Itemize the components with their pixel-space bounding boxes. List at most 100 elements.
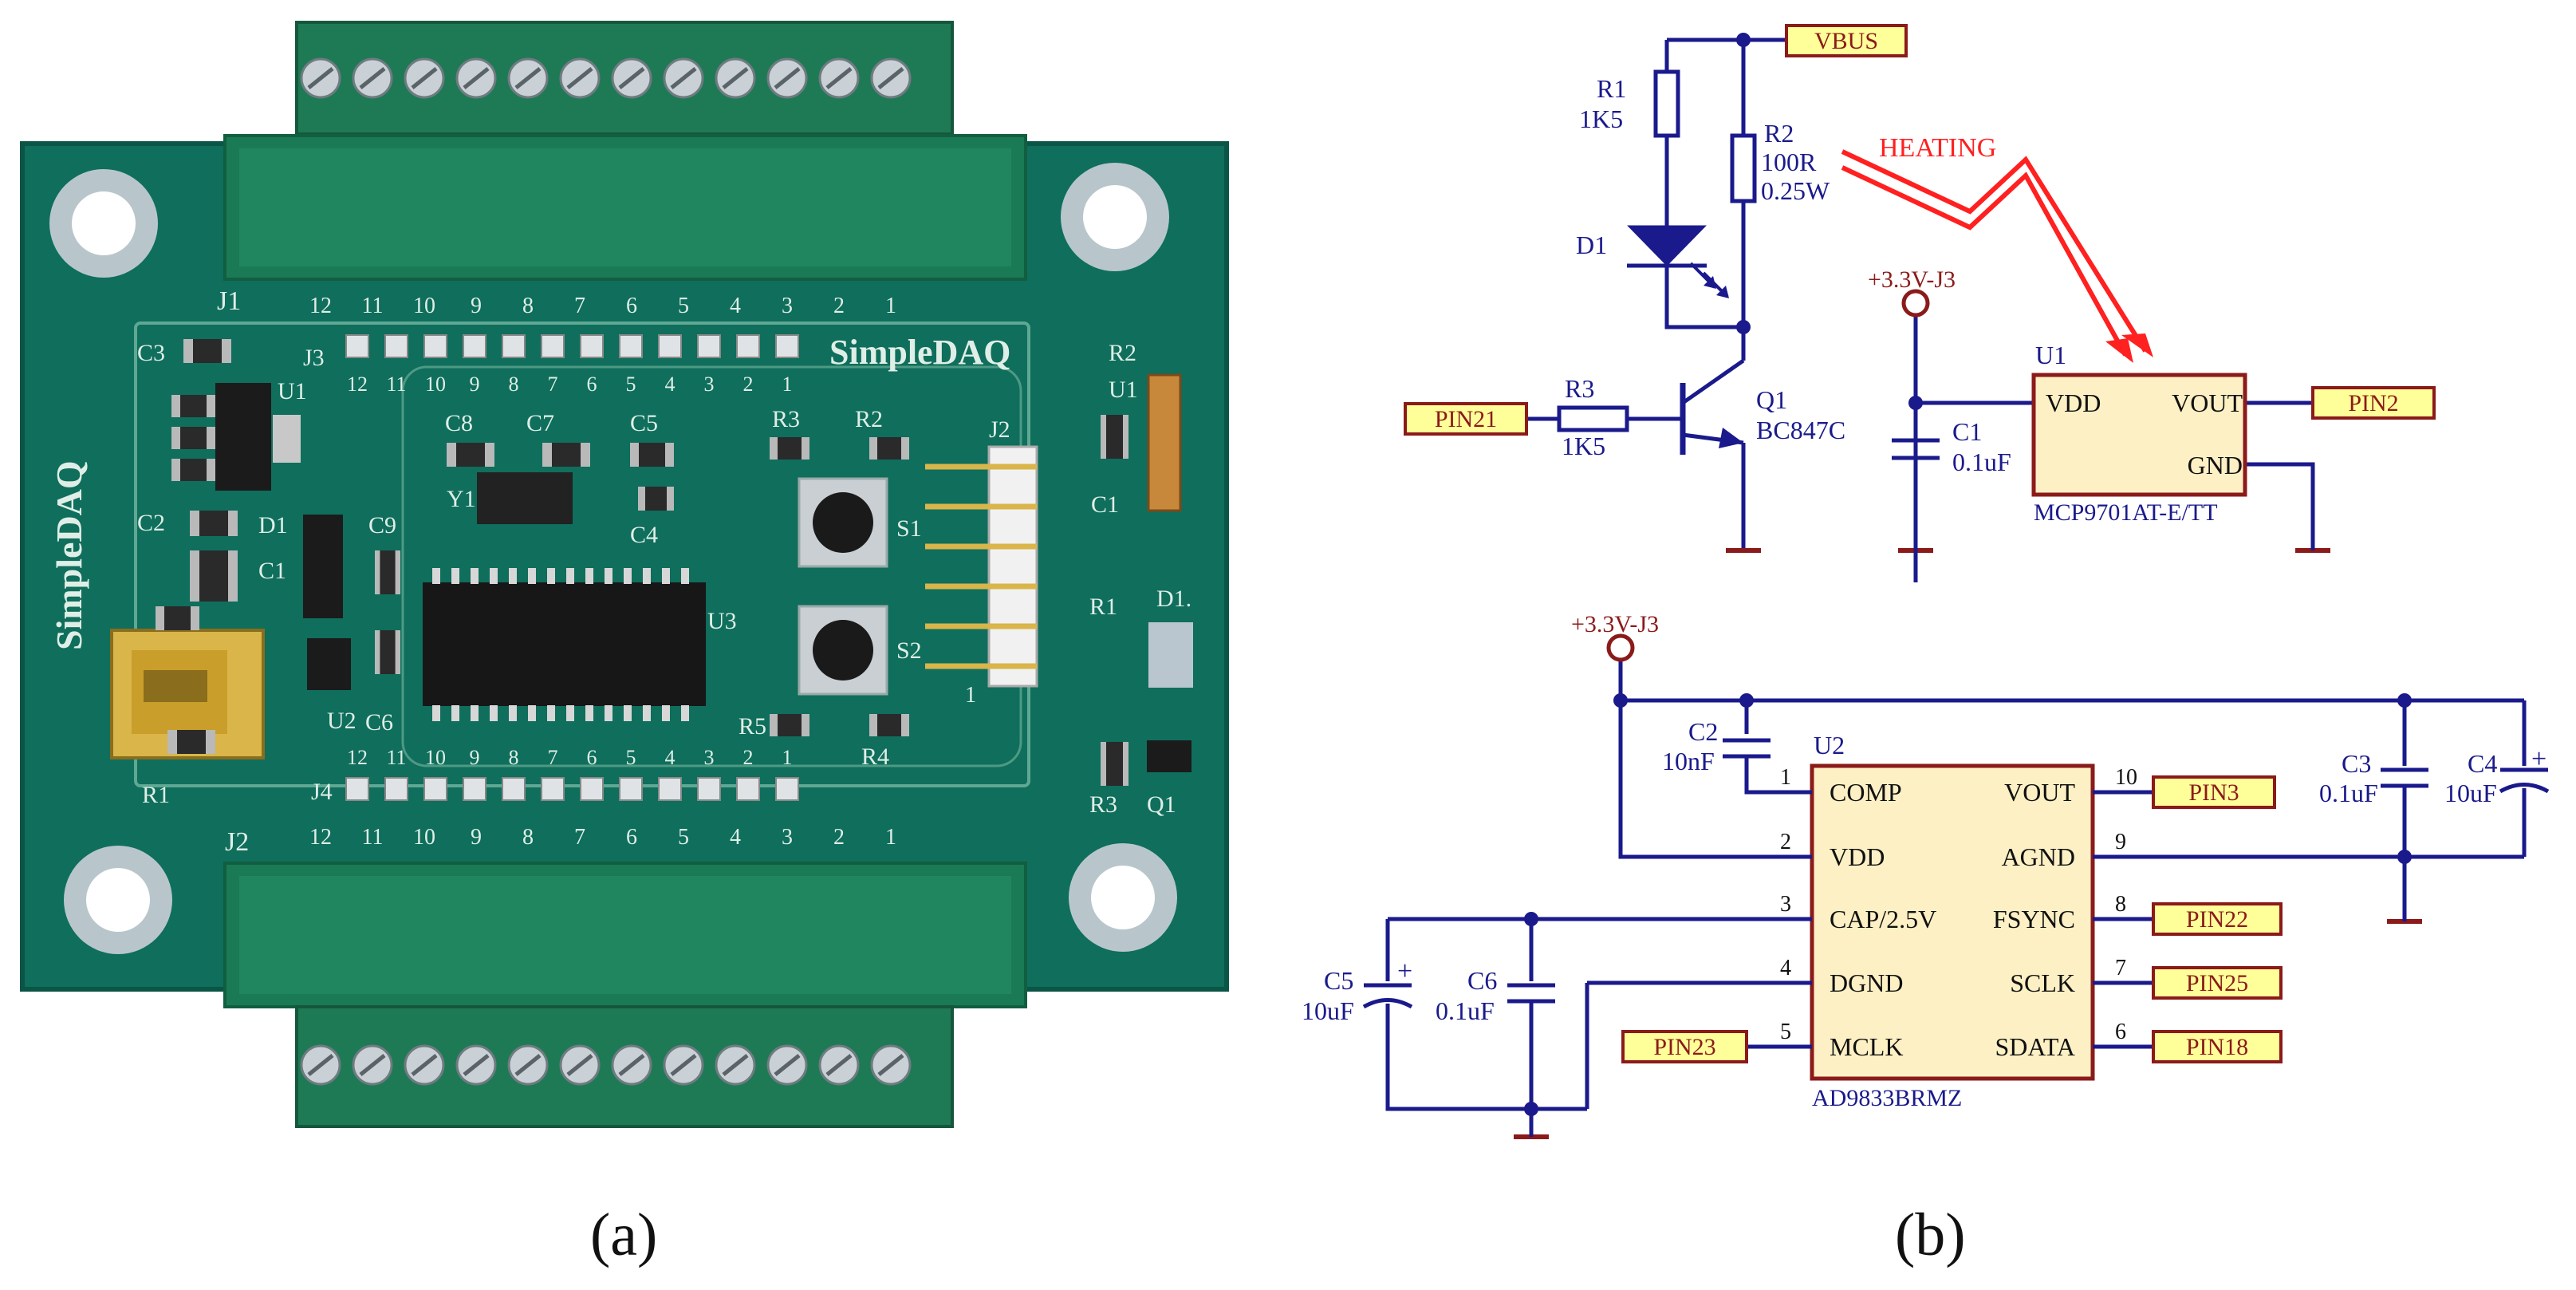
j4-pin-number: 5: [626, 746, 636, 769]
c4-value: 10uF: [2444, 779, 2497, 807]
ic-pin: [432, 705, 440, 721]
net-label-pin21: PIN21: [1404, 402, 1528, 436]
header-pin: [697, 777, 721, 801]
header-pin: [463, 334, 486, 358]
j4-pin-number: 3: [704, 746, 715, 769]
smd-component: [869, 714, 909, 736]
u2-pin-name-left: MCLK: [1830, 1032, 1903, 1061]
j3-pin-number: 9: [470, 373, 480, 396]
j2-pin-number: 10: [413, 825, 435, 850]
header-pin: [697, 334, 721, 358]
ic-pin: [643, 568, 651, 584]
j1-pin-number: 5: [678, 294, 689, 318]
header-pin1-mark: 1: [965, 683, 976, 708]
j3-pin-number: 10: [425, 373, 446, 396]
u2-pin-num-left: 4: [1780, 956, 1791, 980]
ic-pin: [566, 568, 574, 584]
header-pin: [775, 334, 799, 358]
header-pin: [775, 777, 799, 801]
pcb-label-r1l: R1: [142, 782, 170, 808]
terminal-block-top: [223, 21, 1027, 281]
u1-part: MCP9701AT-E/TT: [2034, 499, 2218, 526]
pcb-label-c1: C1: [258, 558, 286, 584]
smd-component: [638, 487, 674, 511]
j3-pin-number: 6: [587, 373, 597, 396]
r2-symbol: [1730, 133, 1757, 203]
header-pin: [384, 777, 408, 801]
j1-pin-number: 11: [362, 294, 384, 318]
header-pin: [463, 777, 486, 801]
pcb-label-s2: S2: [896, 637, 922, 664]
smd-component: [1101, 742, 1128, 786]
pcb-label-d1r: D1.: [1156, 586, 1191, 612]
j2-pin-number: 12: [309, 825, 332, 850]
r3-value: 1K5: [1562, 432, 1605, 460]
j3-pin-number: 1: [782, 373, 793, 396]
mounting-holes: [49, 163, 1177, 954]
smd-component: [190, 511, 238, 536]
ic-pin: [509, 568, 517, 584]
q1-transistor: [1147, 740, 1191, 772]
u1-pin-gnd: GND: [2188, 451, 2243, 479]
terminal-block-bottom: [223, 862, 1027, 1128]
svg-text:PIN21: PIN21: [1435, 406, 1497, 432]
c4-capacitor-symbol: [2499, 767, 2550, 794]
pcb-label-c2: C2: [137, 510, 165, 536]
c2-ref: C2: [1688, 717, 1718, 746]
pcb-title-silk: SimpleDAQ: [829, 333, 1010, 372]
pcb-label-r2r: R2: [1109, 340, 1136, 366]
usb-connector: [110, 629, 265, 759]
pcb-label-r2: R2: [855, 406, 883, 432]
j1-label: J1: [217, 286, 241, 316]
r2-value: 100R: [1761, 148, 1817, 176]
c2-capacitor-symbol: [1723, 738, 1771, 759]
j1-pin-number: 10: [413, 294, 435, 318]
j2-pin-number: 9: [471, 825, 482, 850]
j2-pin-number: 11: [362, 825, 384, 850]
u2-ad9833-symbol: [1810, 763, 2095, 1081]
j1-pin-number: 8: [522, 294, 534, 318]
ic-pin: [509, 705, 517, 721]
power-label-2: +3.3V-J3: [1571, 611, 1659, 637]
u1-mcp9701-symbol: [2031, 373, 2247, 497]
header-pin: [502, 777, 526, 801]
pcb-label-c7: C7: [526, 410, 554, 436]
j1-pin-number: 2: [833, 294, 845, 318]
u2-pin-name-right: SDATA: [1995, 1032, 2075, 1061]
j2-pin-number: 4: [730, 825, 741, 850]
j3-label: J3: [303, 345, 325, 371]
ic-pin: [662, 568, 670, 584]
j4-pin-number: 2: [743, 746, 754, 769]
smd-component: [171, 427, 215, 449]
svg-text:PIN18: PIN18: [2186, 1034, 2248, 1060]
j2-label: J2: [225, 827, 249, 857]
c5-capacitor-symbol: [1362, 983, 1413, 1009]
pcb-label-q1r: Q1: [1147, 791, 1176, 818]
header-pin: [736, 334, 760, 358]
pcb-label-c4: C4: [630, 522, 658, 548]
ic-pin: [451, 568, 459, 584]
u2-pin-num-right: 8: [2115, 892, 2126, 917]
smd-component: [447, 443, 494, 467]
pcb-label-r5: R5: [739, 713, 766, 740]
j1-pin-number: 12: [309, 294, 332, 318]
u2-pin-num-left: 1: [1780, 765, 1791, 790]
pcb-label-c9: C9: [368, 512, 396, 538]
power-label-1: +3.3V-J3: [1868, 266, 1956, 293]
c5-ref: C5: [1324, 966, 1353, 995]
header-pin: [619, 777, 643, 801]
ic-pin: [547, 568, 555, 584]
q1-transistor-symbol: [1680, 358, 1745, 455]
svg-text:VBUS: VBUS: [1814, 28, 1878, 54]
pcb-label-r4: R4: [861, 744, 889, 770]
r1-value: 1K5: [1579, 105, 1623, 133]
ic-pin: [471, 568, 479, 584]
j1-pin-number: 3: [782, 294, 793, 318]
q1-ref: Q1: [1756, 385, 1787, 414]
r2-heater-resistor: [1147, 373, 1182, 512]
ic-pin: [643, 705, 651, 721]
